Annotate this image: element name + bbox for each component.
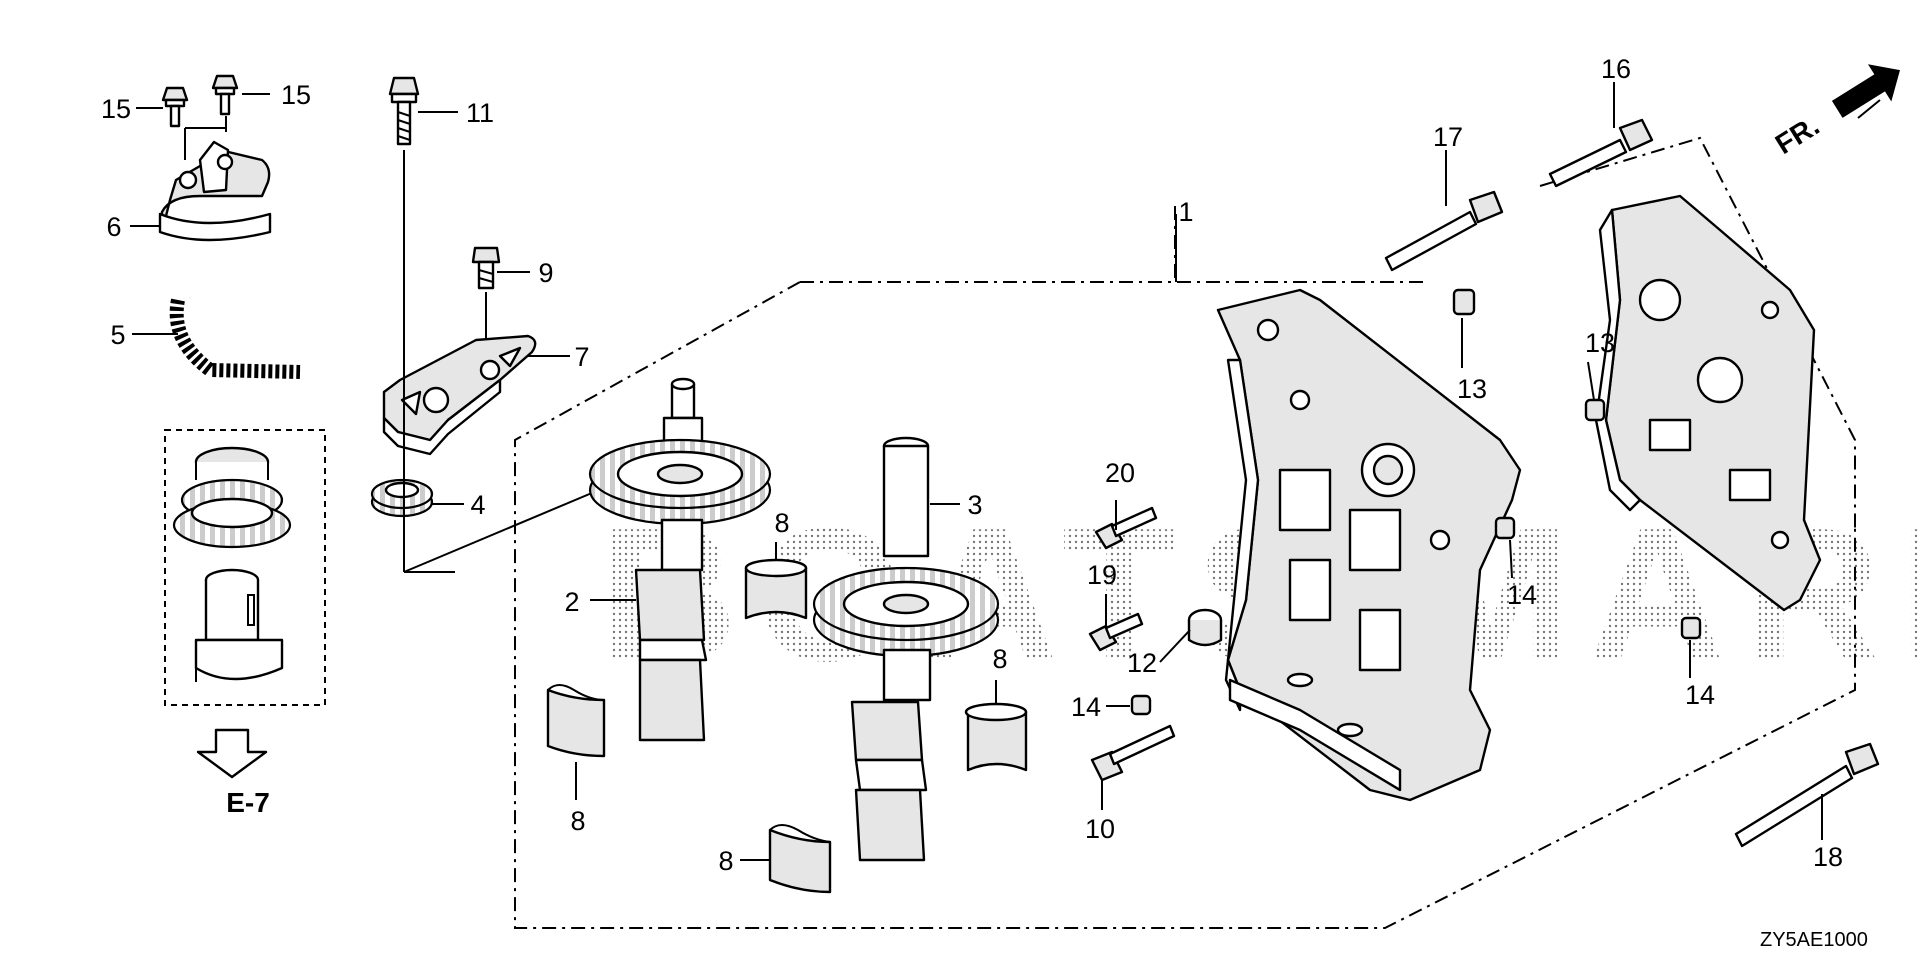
part-15-bolt-right (211, 74, 239, 132)
part-6-tensioner (158, 140, 272, 242)
callout-13-a: 13 (1457, 374, 1487, 404)
front-arrow-icon (1831, 64, 1900, 118)
callout-6: 6 (106, 212, 121, 242)
part-8-bearing-mid (964, 702, 1028, 772)
callout-15-a: 15 (101, 94, 131, 124)
callout-11: 11 (466, 98, 494, 128)
front-marker: FR. (1770, 64, 1900, 160)
part-13-dowel-b (1584, 398, 1606, 422)
inset-shaft (194, 568, 284, 682)
callout-14-a: 14 (1507, 580, 1537, 610)
callout-3: 3 (967, 490, 982, 520)
part-14-dowel-b (1680, 616, 1702, 640)
callout-18: 18 (1813, 842, 1843, 872)
reference-label: E-7 (226, 787, 270, 818)
part-17-bolt (1384, 190, 1504, 272)
callout-13-b: 13 (1585, 328, 1615, 358)
callout-8-b: 8 (570, 806, 585, 836)
callout-7: 7 (574, 342, 589, 372)
callout-20: 20 (1105, 458, 1135, 488)
part-1-housing (1216, 288, 1522, 802)
reference-arrow (196, 728, 268, 779)
callout-2: 2 (564, 587, 579, 617)
callout-4: 4 (470, 490, 485, 520)
callout-8-c: 8 (992, 644, 1007, 674)
part-10-bolt (1090, 724, 1176, 782)
callout-14-b: 14 (1685, 680, 1715, 710)
part-16-bolt (1548, 118, 1654, 188)
part-3-camshaft (812, 436, 1000, 862)
part-12-sleeve (1187, 608, 1223, 647)
callouts: 1 2 3 4 5 6 7 8 8 8 8 9 10 11 12 13 13 1… (101, 54, 1843, 876)
part-14-dowel-a (1494, 516, 1516, 540)
part-15-bolt-left (161, 86, 189, 160)
reference-inset: E-7 (164, 429, 326, 818)
callout-8-a: 8 (774, 508, 789, 538)
part-14-dowel-c (1130, 694, 1152, 716)
part-8-bearing-bottom (768, 824, 832, 894)
leader-lines (130, 82, 1881, 861)
part-9-bolt (471, 246, 501, 338)
callout-8-d: 8 (718, 846, 733, 876)
diagram-code: ZY5AE1000 (1760, 929, 1868, 951)
callout-17: 17 (1433, 122, 1463, 152)
part-20-bolt (1094, 506, 1158, 550)
part-7-guide (382, 334, 537, 456)
part-13-dowel-a (1452, 288, 1476, 316)
callout-10: 10 (1085, 814, 1115, 844)
callout-19: 19 (1087, 560, 1117, 590)
back-plate (1594, 194, 1822, 612)
part-11-bolt (388, 76, 420, 338)
part-18-bolt (1734, 742, 1880, 848)
callout-12: 12 (1127, 648, 1157, 678)
part-5-chain (169, 204, 435, 379)
part-4-gear (370, 478, 434, 518)
part-19-bolt (1088, 612, 1144, 652)
callout-14-c: 14 (1071, 692, 1101, 722)
part-8-bearing-left (546, 684, 606, 758)
callout-5: 5 (110, 320, 125, 350)
part-8-bearing-top (744, 558, 808, 620)
part-2-camshaft (588, 377, 772, 742)
inset-double-gear (172, 446, 292, 549)
callout-15-b: 15 (281, 80, 311, 110)
callout-9: 9 (538, 258, 553, 288)
callout-16: 16 (1601, 54, 1631, 84)
callout-1: 1 (1178, 197, 1193, 227)
front-marker-text: FR. (1770, 110, 1825, 160)
